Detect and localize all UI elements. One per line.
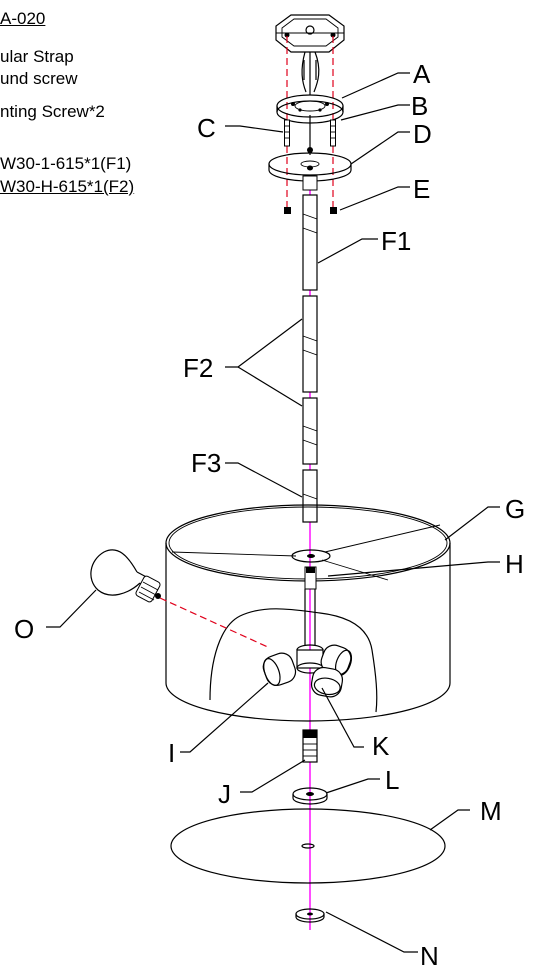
rod-F2-upper — [302, 295, 318, 393]
diffuser-M — [170, 808, 446, 884]
note-crossbar-strap: ular Strap — [0, 47, 74, 66]
label-M: M — [480, 796, 502, 826]
note-ground-screw: und screw — [0, 69, 78, 88]
label-G: G — [505, 494, 525, 524]
label-L: L — [385, 765, 399, 795]
socket-cluster-I-K — [262, 644, 353, 698]
label-J: J — [218, 779, 231, 809]
label-F3: F3 — [191, 448, 221, 478]
rod-F2-lower — [302, 397, 318, 465]
cap-nuts-E — [284, 207, 337, 214]
bulb-guide-line — [159, 597, 271, 649]
canopy-box — [275, 14, 345, 53]
note-mounting-screw: nting Screw*2 — [0, 102, 105, 121]
label-F2: F2 — [183, 353, 213, 383]
drum-shade-G — [165, 504, 451, 722]
label-F1: F1 — [381, 226, 411, 256]
label-K: K — [372, 731, 390, 761]
callout-labels: A B C D E F1 F2 F3 G H I J K L M N O — [14, 59, 525, 971]
model-number: A-020 — [0, 9, 46, 28]
label-N: N — [420, 941, 439, 971]
label-B: B — [411, 91, 428, 121]
note-rod-f2: W30-H-615*1(F2) — [0, 177, 135, 196]
rod-F3 — [302, 469, 318, 523]
rod-F1 — [302, 194, 318, 291]
supply-wires — [301, 51, 320, 95]
label-D: D — [413, 119, 432, 149]
label-A: A — [413, 59, 431, 89]
canopy-plate-D — [268, 152, 352, 191]
threaded-pipe-J — [302, 729, 318, 763]
label-C: C — [197, 113, 216, 143]
light-bulb-O — [90, 549, 161, 603]
finial-N — [295, 908, 325, 923]
label-H: H — [505, 549, 524, 579]
label-I: I — [168, 738, 175, 768]
mounting-screws-B-C — [284, 115, 336, 155]
leader-lines — [46, 72, 500, 953]
label-E: E — [413, 174, 430, 204]
washer-L — [292, 787, 328, 805]
label-O: O — [14, 614, 34, 644]
note-rod-f1: W30-1-615*1(F1) — [0, 154, 132, 173]
